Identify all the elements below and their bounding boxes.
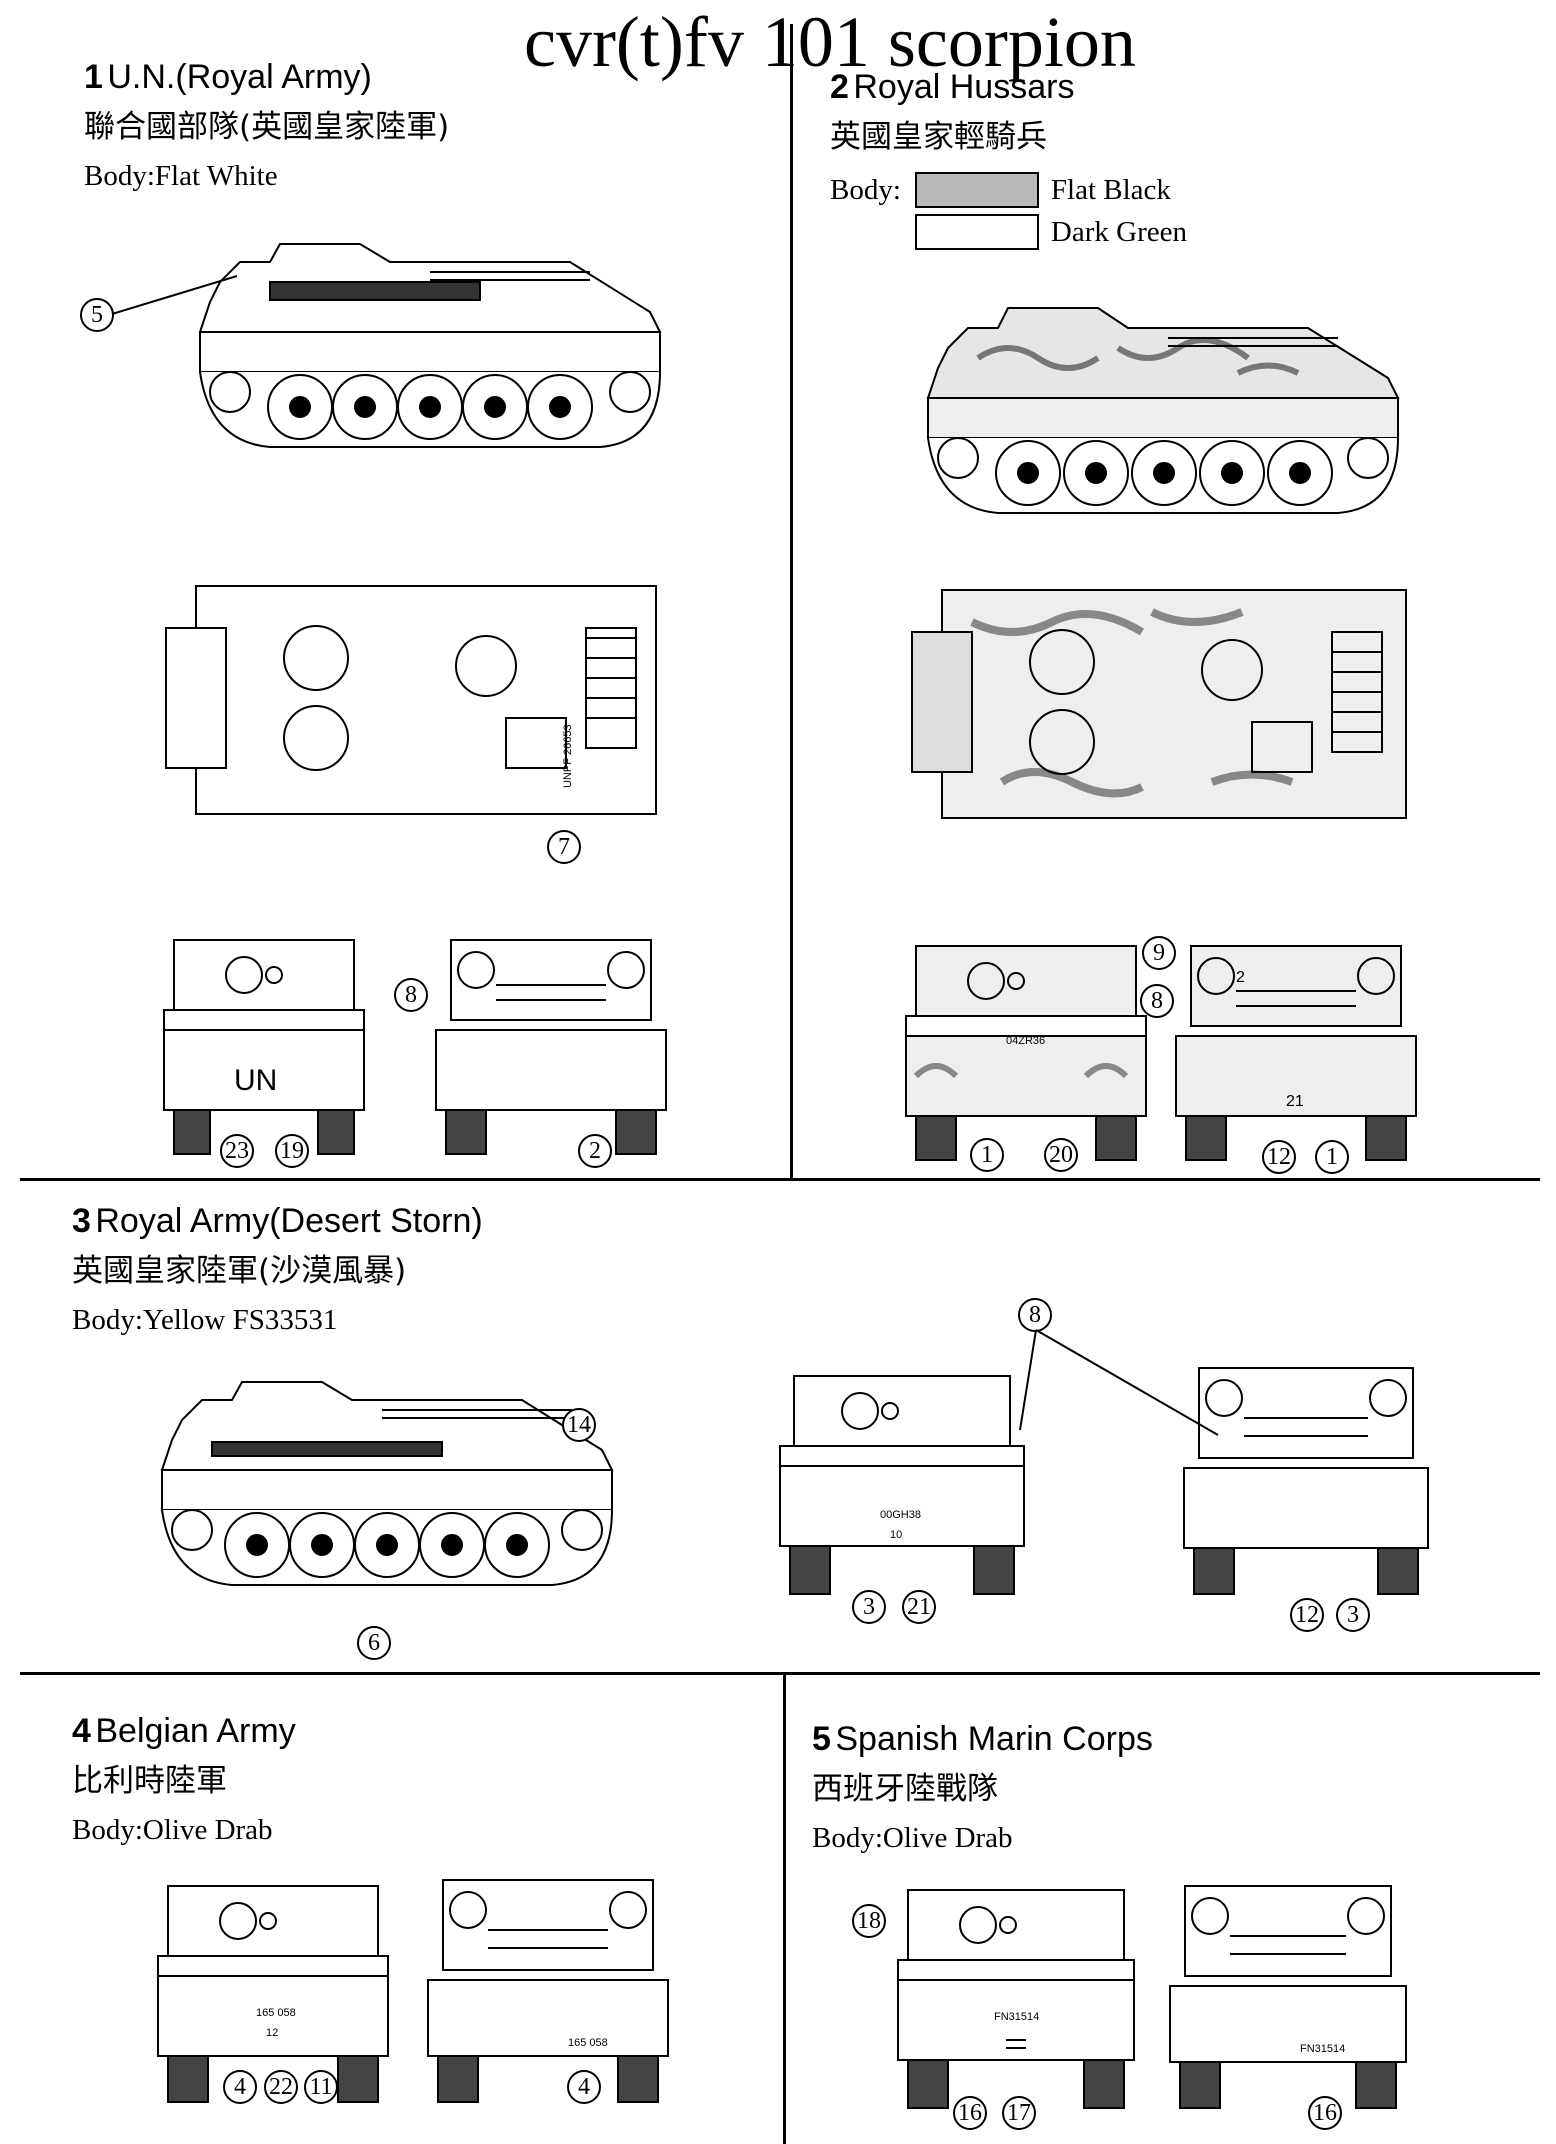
callout-21: 21	[902, 1590, 936, 1624]
tank-top-view-2	[911, 589, 1407, 819]
body-color: Body:Yellow FS33531	[72, 1304, 338, 1336]
callout-7: 7	[547, 830, 581, 864]
callout-16: 16	[1308, 2096, 1342, 2130]
section-name: Royal Hussars	[853, 68, 1075, 106]
tank-front-view-1: UN	[163, 939, 365, 1155]
tank-rear-view-5: FN31514	[1169, 1885, 1407, 2109]
callout-20: 20	[1044, 1138, 1078, 1172]
tank-side-view-2	[926, 307, 1400, 514]
section-name-zh: 英國皇家陸軍(沙漠風暴)	[72, 1253, 407, 1289]
callout-12: 12	[1290, 1598, 1324, 1632]
tank-top-view-1: UNPF 26653	[165, 585, 657, 815]
plate-text: UN	[234, 1064, 277, 1097]
divider-vertical-top	[790, 24, 793, 1179]
leader-line	[111, 275, 238, 315]
section-name: U.N.(Royal Army)	[107, 58, 372, 96]
section-name-zh: 比利時陸軍	[72, 1763, 227, 1799]
callout-1: 1	[1315, 1140, 1349, 1174]
callout-8: 8	[1018, 1298, 1052, 1332]
tank-front-view-5: FN31514	[897, 1889, 1135, 2109]
section-name-zh: 聯合國部隊(英國皇家陸軍)	[84, 109, 450, 145]
tank-side-view-1	[198, 243, 662, 448]
body-color: Body:Olive Drab	[812, 1822, 1013, 1854]
plate-text: 04ZR36	[1006, 1035, 1045, 1047]
dark-green-swatch	[914, 214, 1039, 250]
callout-8: 8	[1140, 984, 1174, 1018]
plate-text: UNPF 26653	[562, 724, 574, 788]
leader-line	[1019, 1329, 1219, 1436]
divider-top	[20, 1178, 1540, 1181]
plate-text: FN31514	[1300, 2043, 1345, 2055]
callout-5: 5	[80, 298, 114, 332]
dark-green-label: Dark Green	[1050, 215, 1187, 248]
tank-rear-view-2: 2 21	[1175, 945, 1417, 1161]
section-number: 4	[72, 1712, 91, 1750]
body-color: Body:	[830, 174, 901, 206]
tank-front-view-2: 04ZR36	[905, 945, 1147, 1161]
plate-text: FN31514	[994, 2011, 1039, 2023]
plate-text: 10	[890, 1529, 902, 1541]
section-1-header: 1 U.N.(Royal Army) 聯合國部隊(英國皇家陸軍) Body:Fl…	[84, 58, 449, 193]
tank-front-view-3: 00GH38 10	[779, 1375, 1025, 1595]
page-title: cvr(t)fv 101 scorpion	[524, 2, 1136, 82]
callout-1: 1	[970, 1138, 1004, 1172]
callout-17: 17	[1002, 2096, 1036, 2130]
callout-4: 4	[223, 2070, 257, 2104]
callout-23: 23	[220, 1134, 254, 1168]
section-name: Belgian Army	[95, 1712, 296, 1750]
flat-black-label: Flat Black	[1050, 173, 1171, 206]
divider-bottom	[20, 1672, 1540, 1675]
plate-text: 00GH38	[880, 1509, 921, 1521]
section-name: Royal Army(Desert Storn)	[95, 1202, 483, 1240]
section-name-zh: 西班牙陸戰隊	[812, 1771, 998, 1807]
callout-3: 3	[1336, 1598, 1370, 1632]
plate-text: 12	[266, 2027, 278, 2039]
plate-text: 165 058	[256, 2007, 296, 2019]
tank-rear-view-3	[1183, 1367, 1429, 1595]
section-number: 3	[72, 1202, 91, 1240]
callout-18: 18	[852, 1904, 886, 1938]
callout-3: 3	[852, 1590, 886, 1624]
callout-14: 14	[562, 1408, 596, 1442]
plate-text: 2	[1236, 969, 1245, 986]
tank-rear-view-1	[435, 939, 667, 1155]
callout-16: 16	[953, 2096, 987, 2130]
flat-black-swatch	[914, 172, 1039, 208]
callout-2: 2	[578, 1134, 612, 1168]
section-4-header: 4 Belgian Army 比利時陸軍 Body:Olive Drab	[72, 1712, 296, 1847]
section-number: 2	[830, 68, 849, 106]
callout-12: 12	[1262, 1140, 1296, 1174]
plate-text: 21	[1286, 1093, 1304, 1110]
section-5-header: 5 Spanish Marin Corps 西班牙陸戰隊 Body:Olive …	[812, 1720, 1153, 1855]
section-name: Spanish Marin Corps	[835, 1720, 1153, 1758]
body-color: Body:Olive Drab	[72, 1814, 273, 1846]
callout-8: 8	[394, 978, 428, 1012]
body-color: Body:Flat White	[84, 160, 278, 192]
tank-rear-view-4: 165 058	[427, 1879, 669, 2103]
callout-6: 6	[357, 1626, 391, 1660]
tank-side-view-3	[160, 1381, 614, 1586]
callout-19: 19	[275, 1134, 309, 1168]
section-number: 5	[812, 1720, 831, 1758]
callout-22: 22	[264, 2070, 298, 2104]
callout-11: 11	[304, 2070, 338, 2104]
tank-front-view-4: 165 058 12	[157, 1885, 389, 2103]
section-number: 1	[84, 58, 103, 96]
callout-4: 4	[567, 2070, 601, 2104]
section-name-zh: 英國皇家輕騎兵	[830, 119, 1047, 155]
callout-9: 9	[1142, 936, 1176, 970]
divider-vertical-bottom	[783, 1674, 786, 2144]
section-3-header: 3 Royal Army(Desert Storn) 英國皇家陸軍(沙漠風暴) …	[72, 1202, 483, 1337]
plate-text: 165 058	[568, 2037, 608, 2049]
section-2-header: 2 Royal Hussars 英國皇家輕騎兵 Body: Flat Black…	[830, 68, 1187, 250]
